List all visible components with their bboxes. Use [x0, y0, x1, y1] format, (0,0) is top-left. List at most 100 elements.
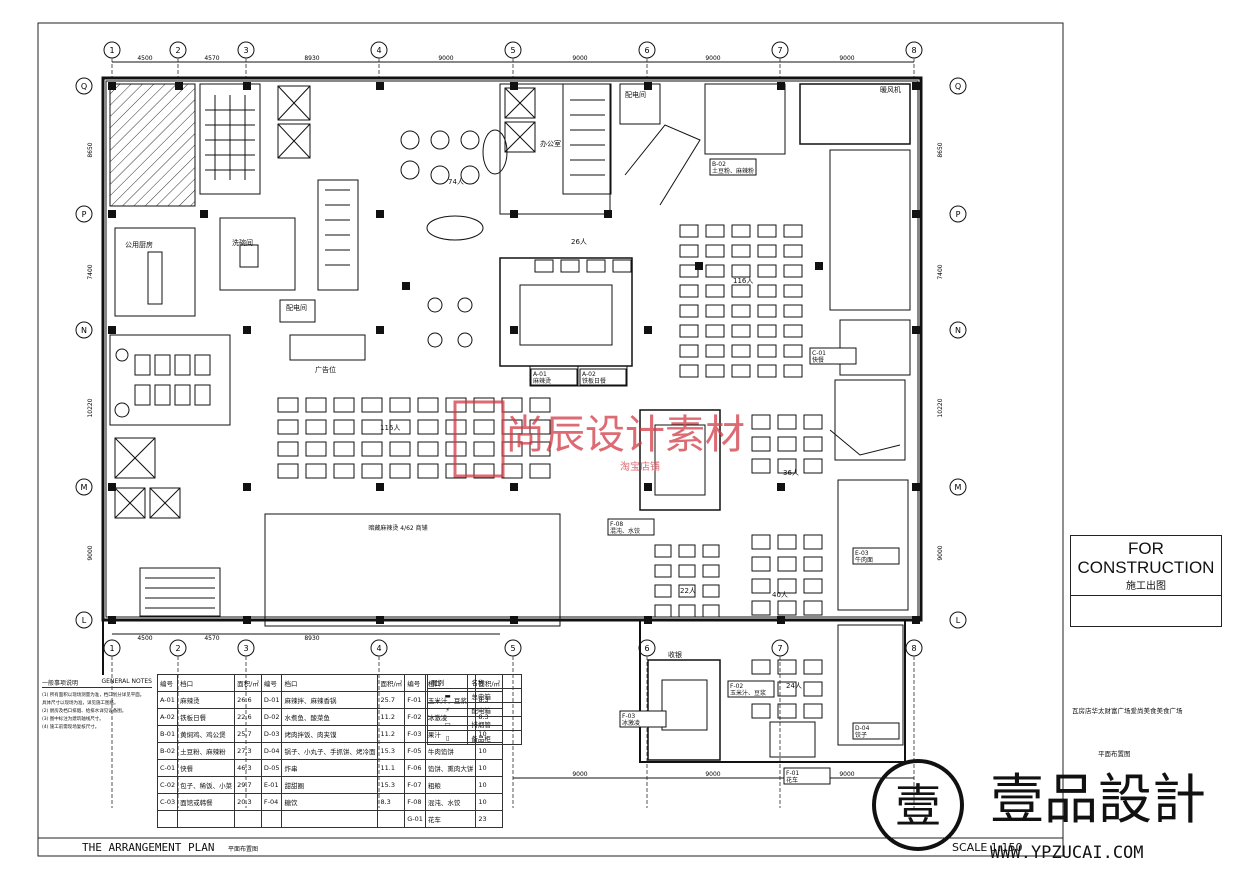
general-notes: 一般事项说明 GENERAL NOTES (1) 所有面积以现场测量为准，档口划… — [42, 678, 152, 732]
stall-code-F-01: F-01 — [786, 770, 799, 777]
notes-lines: (1) 所有面积以现场测量为准，档口划分详见平面。 具体尺寸以现场为准，详见施工… — [42, 692, 152, 732]
grid-label-6: 6 — [644, 644, 649, 653]
column — [912, 326, 920, 334]
stall-code-B-02: B-02 — [712, 161, 726, 168]
dining-table — [757, 224, 777, 238]
restroom-block — [109, 334, 231, 426]
title-block: FOR CONSTRUCTION 施工出图 — [1070, 535, 1222, 627]
round-table — [457, 332, 473, 348]
grid-bubble-M — [75, 478, 93, 496]
dining-table — [679, 264, 699, 278]
dining-table — [777, 436, 797, 452]
round-table — [400, 130, 420, 150]
table-cell: 甜甜圈 — [281, 776, 379, 794]
table-cell: 粗粮 — [424, 776, 477, 794]
column — [376, 616, 384, 624]
dining-table — [702, 544, 720, 558]
dining-table — [305, 441, 327, 457]
grid-label-8: 8 — [911, 644, 916, 653]
dining-table — [757, 344, 777, 358]
table-cell: 10 — [475, 742, 504, 760]
table-cell: 15.3 — [377, 776, 406, 794]
dining-table — [501, 463, 523, 479]
legend-header-row: 图例名称 — [426, 674, 522, 689]
table-cell: 烤肉拌饭、肉夹馍 — [281, 725, 379, 743]
dim-side: 9000 — [937, 545, 944, 560]
dining-table — [705, 224, 725, 238]
table-cell: 10 — [475, 759, 504, 777]
stall-tag-F-01 — [783, 767, 831, 785]
stall-code-F-03: F-03 — [622, 713, 635, 720]
legend-symbol-icon: ▯ — [426, 730, 469, 745]
stall-name-B-02: 土豆粉、麻辣粉 — [712, 167, 754, 175]
table-cell: 11.2 — [377, 725, 406, 743]
dining-table — [473, 441, 495, 457]
dim-top: 9000 — [572, 55, 587, 62]
hatched-storage — [109, 83, 196, 207]
table-cell: C-03 — [156, 793, 179, 811]
table-cell: 22.6 — [234, 708, 262, 726]
grid-label-N: N — [81, 326, 87, 335]
dining-table — [679, 304, 699, 318]
dining-table — [757, 304, 777, 318]
dining-table — [679, 324, 699, 338]
dining-table — [529, 419, 551, 435]
column — [108, 210, 116, 218]
table-cell: 馅饼、熏肉大饼 — [424, 759, 477, 777]
dining-table — [361, 441, 383, 457]
dining-table — [702, 564, 720, 578]
table-cell: 11.2 — [377, 708, 406, 726]
label-seats-74: 74人 — [448, 178, 464, 186]
grid-label-L: L — [956, 616, 961, 625]
dining-table — [783, 344, 803, 358]
stall-tags: A-01麻辣烫A-02铁板日餐B-02土豆粉、麻辣粉F-08混沌、水饺F-03冰… — [530, 158, 900, 785]
table-cell: 快餐 — [177, 759, 236, 777]
stall-name-F-02: 玉米汁、豆浆 — [730, 689, 766, 697]
dining-table — [705, 324, 725, 338]
table-cell: F-05 — [404, 742, 426, 760]
dining-table — [654, 564, 672, 578]
watermark-logo-icon — [453, 400, 505, 478]
table-cell — [260, 810, 283, 828]
dining-table — [803, 681, 823, 697]
dining-table — [777, 534, 797, 550]
dim-side: 8650 — [87, 142, 94, 157]
grid-label-4: 4 — [376, 46, 381, 55]
grid-label-M: M — [955, 483, 962, 492]
dining-table — [678, 544, 696, 558]
dining-table — [417, 397, 439, 413]
dining-table — [702, 584, 720, 598]
stall-tag-C-01 — [809, 347, 857, 365]
table-groups — [277, 224, 823, 719]
legend-row: ⚡配电箱 — [426, 702, 522, 717]
dining-table — [305, 397, 327, 413]
dining-table — [777, 703, 797, 719]
stall-code-A-01: A-01 — [533, 371, 547, 378]
round-table — [460, 165, 480, 185]
note-line: (4) 施工前需现场复核尺寸。 — [42, 725, 100, 730]
dining-table — [333, 463, 355, 479]
sheet-border — [37, 22, 1064, 857]
table-cell: 糖饮 — [281, 793, 379, 811]
stall-tag-A-02 — [579, 368, 627, 386]
legend-item-name: 排烟管 — [467, 716, 522, 731]
legend-table: 图例名称▬总电箱⚡配电箱▭排烟管▯备品柜 — [426, 674, 522, 745]
legend-item-name: 备品柜 — [467, 730, 522, 745]
table-cell: E-01 — [260, 776, 283, 794]
stall-name-E-03: 牛肉面 — [855, 556, 873, 564]
dining-table — [777, 600, 797, 616]
column — [376, 210, 384, 218]
label-seats-116-mid: 116人 — [380, 424, 400, 432]
column — [912, 616, 920, 624]
dining-table — [473, 397, 495, 413]
stall-name-F-01: 花车 — [786, 776, 798, 784]
dim-bottom-right: 9000 — [839, 771, 854, 778]
table-cell: F-03 — [404, 725, 426, 743]
scale-label: SCALE 1:150 — [952, 841, 1022, 854]
stair-core-left — [199, 83, 261, 195]
label-office: 办公室 — [540, 139, 561, 148]
plan-title: THE ARRANGEMENT PLAN — [82, 841, 214, 854]
table-cell — [234, 810, 262, 828]
dining-table — [731, 304, 751, 318]
schedule-header-cell: 编号 — [404, 674, 426, 692]
